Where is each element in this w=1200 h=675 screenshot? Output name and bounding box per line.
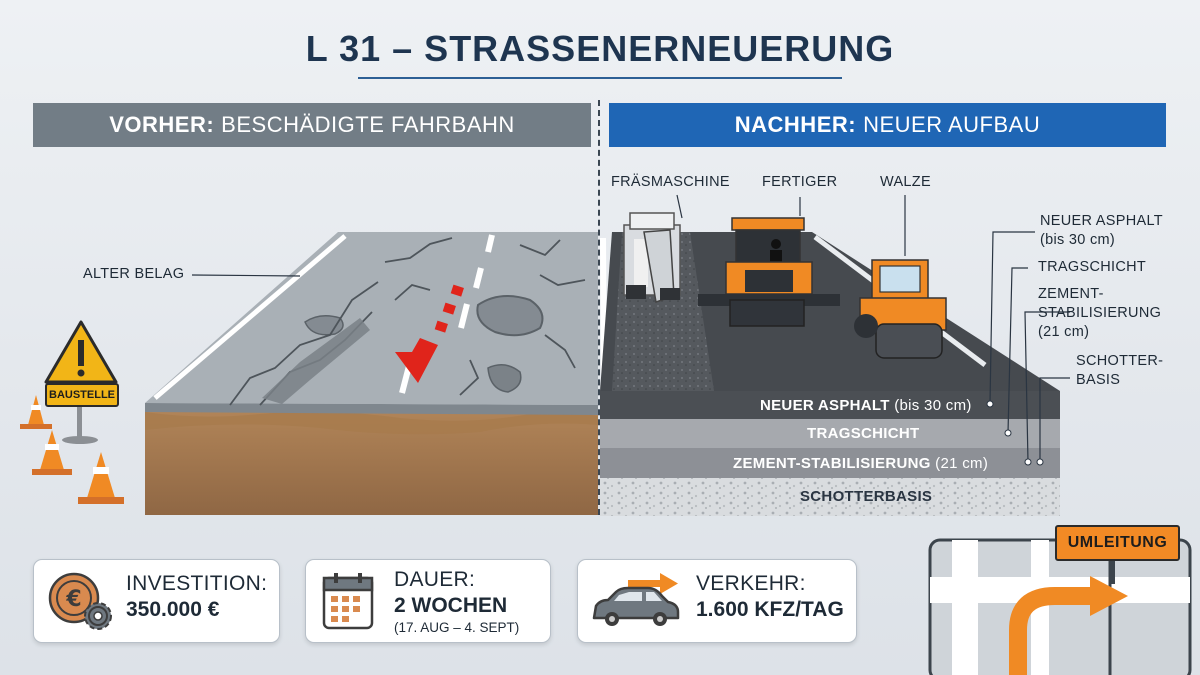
damage-arrow <box>395 284 464 383</box>
baustelle-sign: BAUSTELLE <box>45 383 119 407</box>
page-title: L 31 – STRASSENERNEUERUNG <box>305 28 895 69</box>
paver-machine <box>698 217 840 327</box>
umleitung-sign: UMLEITUNG <box>1055 525 1180 561</box>
label-zement: ZEMENT-STABILISIERUNG (21 cm) <box>1038 285 1178 342</box>
layer-label-trag: TRAGSCHICHT <box>807 425 920 442</box>
layer-asphalt-text: NEUER ASPHALT <box>760 397 890 414</box>
info-dauer: DAUER: 2 WOCHEN (17. AUG – 4. SEPT) <box>305 559 551 643</box>
calendar-icon <box>322 573 374 630</box>
investition-value: 350.000 € <box>126 598 220 621</box>
detour-arrow-icon <box>1009 576 1128 675</box>
label-walze: WALZE <box>880 174 931 190</box>
label-tragschicht: TRAGSCHICHT <box>1038 259 1147 275</box>
pothole <box>487 364 522 393</box>
new-asphalt-surface <box>600 232 1060 391</box>
gear-icon <box>84 602 112 630</box>
umleitung-post <box>1111 560 1115 584</box>
after-banner-bold: NACHHER: <box>734 112 857 137</box>
layer-zement-size: (21 cm) <box>935 455 989 472</box>
detour-map <box>928 538 1192 675</box>
verkehr-value: 1.600 KFZ/TAG <box>696 598 844 621</box>
layer-zement-text: ZEMENT-STABILISIERUNG <box>733 455 931 472</box>
label-schotter: SCHOTTER-BASIS <box>1076 353 1164 388</box>
old-asphalt-surface <box>145 232 598 405</box>
soil-band <box>145 411 598 435</box>
after-banner: NACHHER: NEUER AUFBAU <box>609 103 1166 147</box>
asphalt-layer-edge <box>600 391 1060 419</box>
euro-coin-icon: € <box>48 572 112 630</box>
traffic-cone-icon <box>20 395 52 429</box>
label-fertiger: FERTIGER <box>762 174 838 190</box>
label-zement-size: (21 cm) <box>1038 324 1090 340</box>
svg-text:€: € <box>65 587 81 612</box>
trag-layer <box>600 419 1060 448</box>
before-banner-bold: VORHER: <box>109 112 215 137</box>
dauer-value: 2 WOCHEN <box>394 594 508 617</box>
label-neuer-asphalt-text: NEUER ASPHALT <box>1040 213 1163 229</box>
milling-machine <box>623 212 681 303</box>
traffic-cone-icon <box>32 430 72 475</box>
zement-layer <box>600 448 1060 478</box>
traffic-cone-icon <box>78 452 124 504</box>
after-banner-text: NEUER AUFBAU <box>863 112 1041 137</box>
investition-label: INVESTITION: <box>126 572 268 595</box>
layer-label-schotter: SCHOTTERBASIS <box>800 488 933 505</box>
label-fraesmaschine: FRÄSMASCHINE <box>611 174 730 190</box>
info-verkehr: VERKEHR: 1.600 KFZ/TAG <box>577 559 857 643</box>
label-neuer-asphalt: NEUER ASPHALT (bis 30 cm) <box>1040 212 1180 250</box>
dauer-range: (17. AUG – 4. SEPT) <box>394 620 520 635</box>
leader-dots <box>986 400 1044 466</box>
arrow-right-icon <box>628 573 678 594</box>
roller-machine <box>854 259 947 359</box>
dauer-label: DAUER: <box>394 568 476 591</box>
new-road-section <box>600 232 1060 516</box>
car-icon <box>592 573 680 626</box>
old-asphalt-edge <box>145 403 598 415</box>
pothole <box>476 295 544 337</box>
before-banner-text: BESCHÄDIGTE FAHRBAHN <box>221 112 515 137</box>
label-alter-belag: ALTER BELAG <box>83 266 185 282</box>
broken-edge <box>262 318 370 404</box>
old-edge-line <box>153 234 347 400</box>
before-after-divider <box>598 100 600 515</box>
info-investition: € INVESTITION: 350.000 € <box>33 559 280 643</box>
layer-asphalt-size: (bis 30 cm) <box>894 397 972 414</box>
warning-icon <box>44 320 118 444</box>
leader-lines <box>191 194 1070 463</box>
layer-label-asphalt: NEUER ASPHALT (bis 30 cm) <box>760 397 972 414</box>
before-banner: VORHER: BESCHÄDIGTE FAHRBAHN <box>33 103 591 147</box>
verkehr-label: VERKEHR: <box>696 572 806 595</box>
label-zement-text: ZEMENT-STABILISIERUNG <box>1038 286 1162 321</box>
old-road-section <box>145 232 607 515</box>
layer-label-zement: ZEMENT-STABILISIERUNG (21 cm) <box>733 455 988 472</box>
title-underline <box>358 77 842 79</box>
soil-layer <box>145 405 598 515</box>
old-center-dashes <box>399 234 495 394</box>
label-neuer-asphalt-size: (bis 30 cm) <box>1040 232 1116 248</box>
schotter-layer <box>600 478 1060 516</box>
